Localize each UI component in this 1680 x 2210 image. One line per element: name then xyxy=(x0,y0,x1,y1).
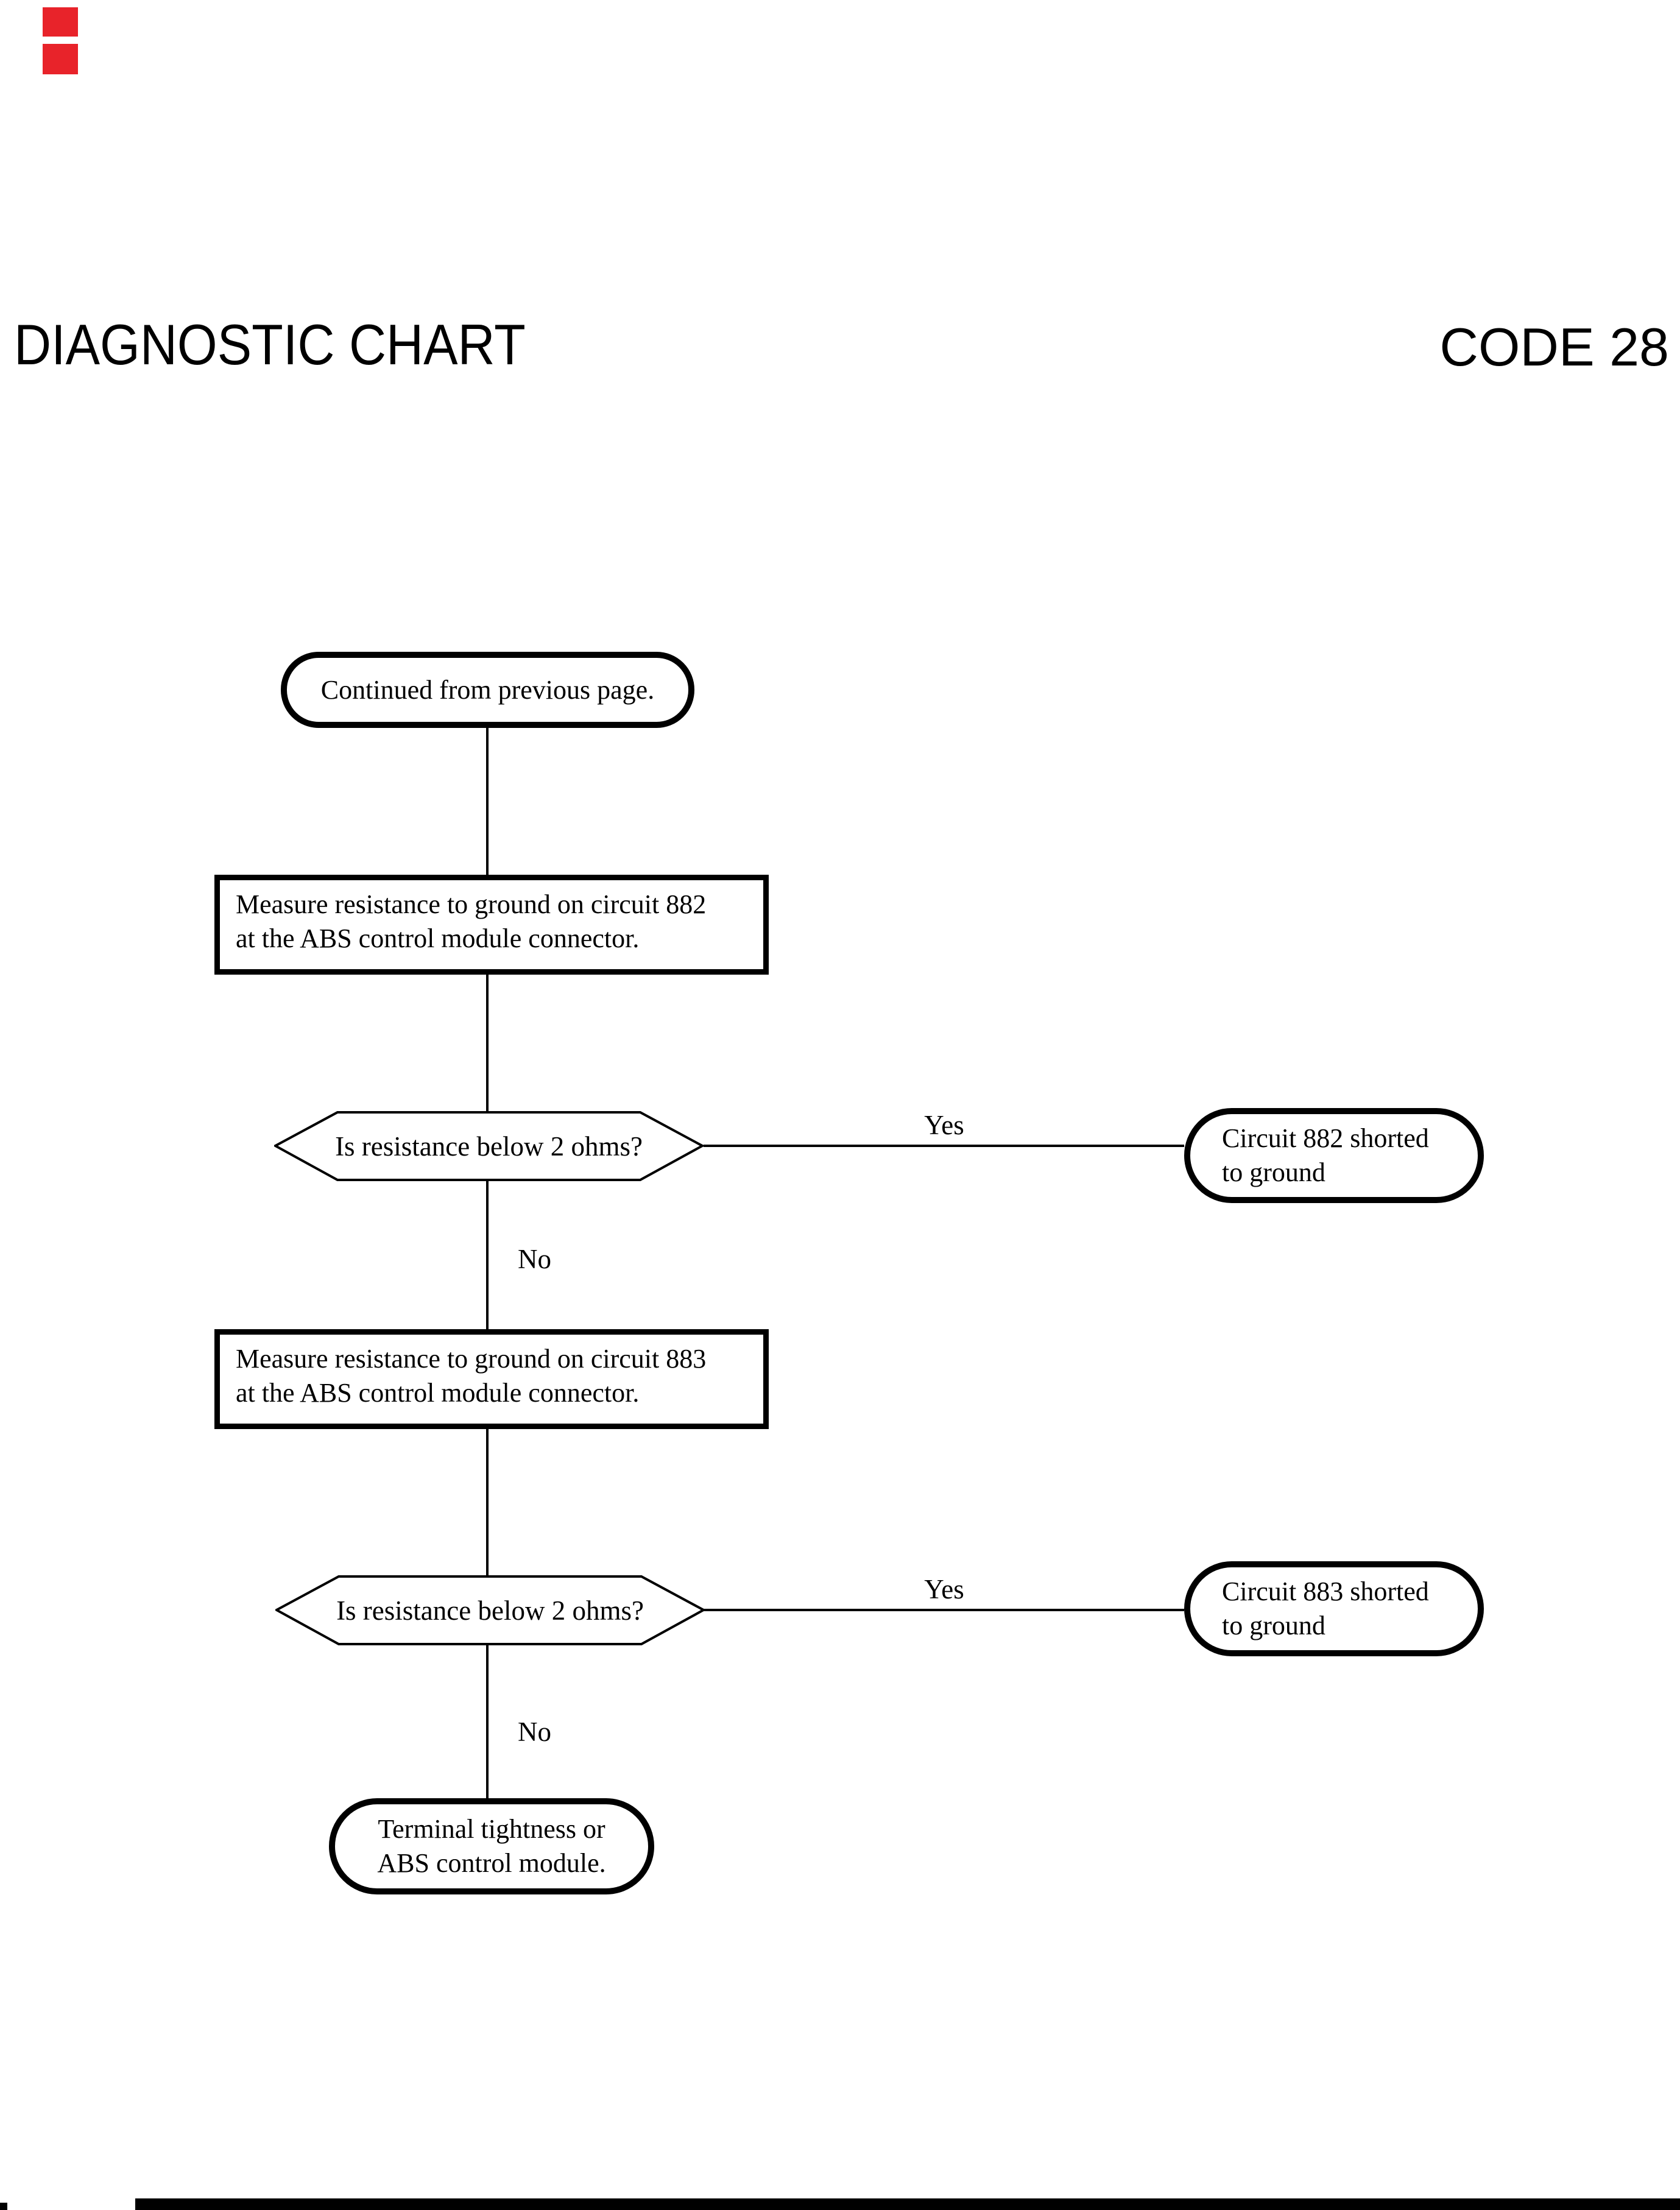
no-label-882: No xyxy=(518,1244,551,1274)
result-882-node: Circuit 882 shorted to ground xyxy=(1184,1108,1484,1203)
flow-end-line1: Terminal tightness or xyxy=(378,1814,605,1844)
result-883-line2: to ground xyxy=(1222,1611,1325,1640)
flow-end-line2: ABS control module. xyxy=(377,1848,606,1878)
step-882-line1: Measure resistance to ground on circuit … xyxy=(236,889,707,919)
no-label-883: No xyxy=(518,1717,551,1747)
decision-883-question: Is resistance below 2 ohms? xyxy=(336,1595,644,1626)
yes-label-882: Yes xyxy=(924,1110,964,1140)
yes-label-883: Yes xyxy=(924,1574,964,1605)
step-883-line1: Measure resistance to ground on circuit … xyxy=(236,1344,707,1374)
result-882-line1: Circuit 882 shorted xyxy=(1222,1123,1429,1153)
bottom-scan-bar xyxy=(135,2198,1680,2210)
result-883-node: Circuit 883 shorted to ground xyxy=(1184,1561,1484,1656)
bottom-left-scan-speck xyxy=(0,2203,7,2210)
result-882-line2: to ground xyxy=(1222,1157,1325,1187)
yes-line-882 xyxy=(704,1145,1184,1147)
decision-882-question: Is resistance below 2 ohms? xyxy=(335,1131,643,1162)
page-code: CODE 28 xyxy=(1439,317,1669,377)
hexagon-shape-icon xyxy=(275,1575,705,1645)
result-883-line1: Circuit 883 shorted xyxy=(1222,1576,1429,1606)
page-title: DIAGNOSTIC CHART xyxy=(14,312,526,376)
decision-882: Is resistance below 2 ohms? xyxy=(274,1110,704,1182)
step-883-line2: at the ABS control module connector. xyxy=(236,1378,640,1408)
red-registration-mark-top xyxy=(43,7,78,37)
decision-883: Is resistance below 2 ohms? xyxy=(275,1575,705,1646)
flow-end-node: Terminal tightness or ABS control module… xyxy=(329,1798,654,1894)
step-882-box: Measure resistance to ground on circuit … xyxy=(214,875,769,975)
red-registration-mark-bottom xyxy=(43,44,78,74)
yes-line-883 xyxy=(704,1609,1184,1611)
step-883-box: Measure resistance to ground on circuit … xyxy=(214,1329,769,1429)
hexagon-shape-icon xyxy=(274,1111,704,1181)
flow-start-node: Continued from previous page. xyxy=(281,652,694,728)
step-882-line2: at the ABS control module connector. xyxy=(236,923,640,953)
flow-start-label: Continued from previous page. xyxy=(320,674,655,705)
flow-connector-spine xyxy=(486,728,489,1798)
